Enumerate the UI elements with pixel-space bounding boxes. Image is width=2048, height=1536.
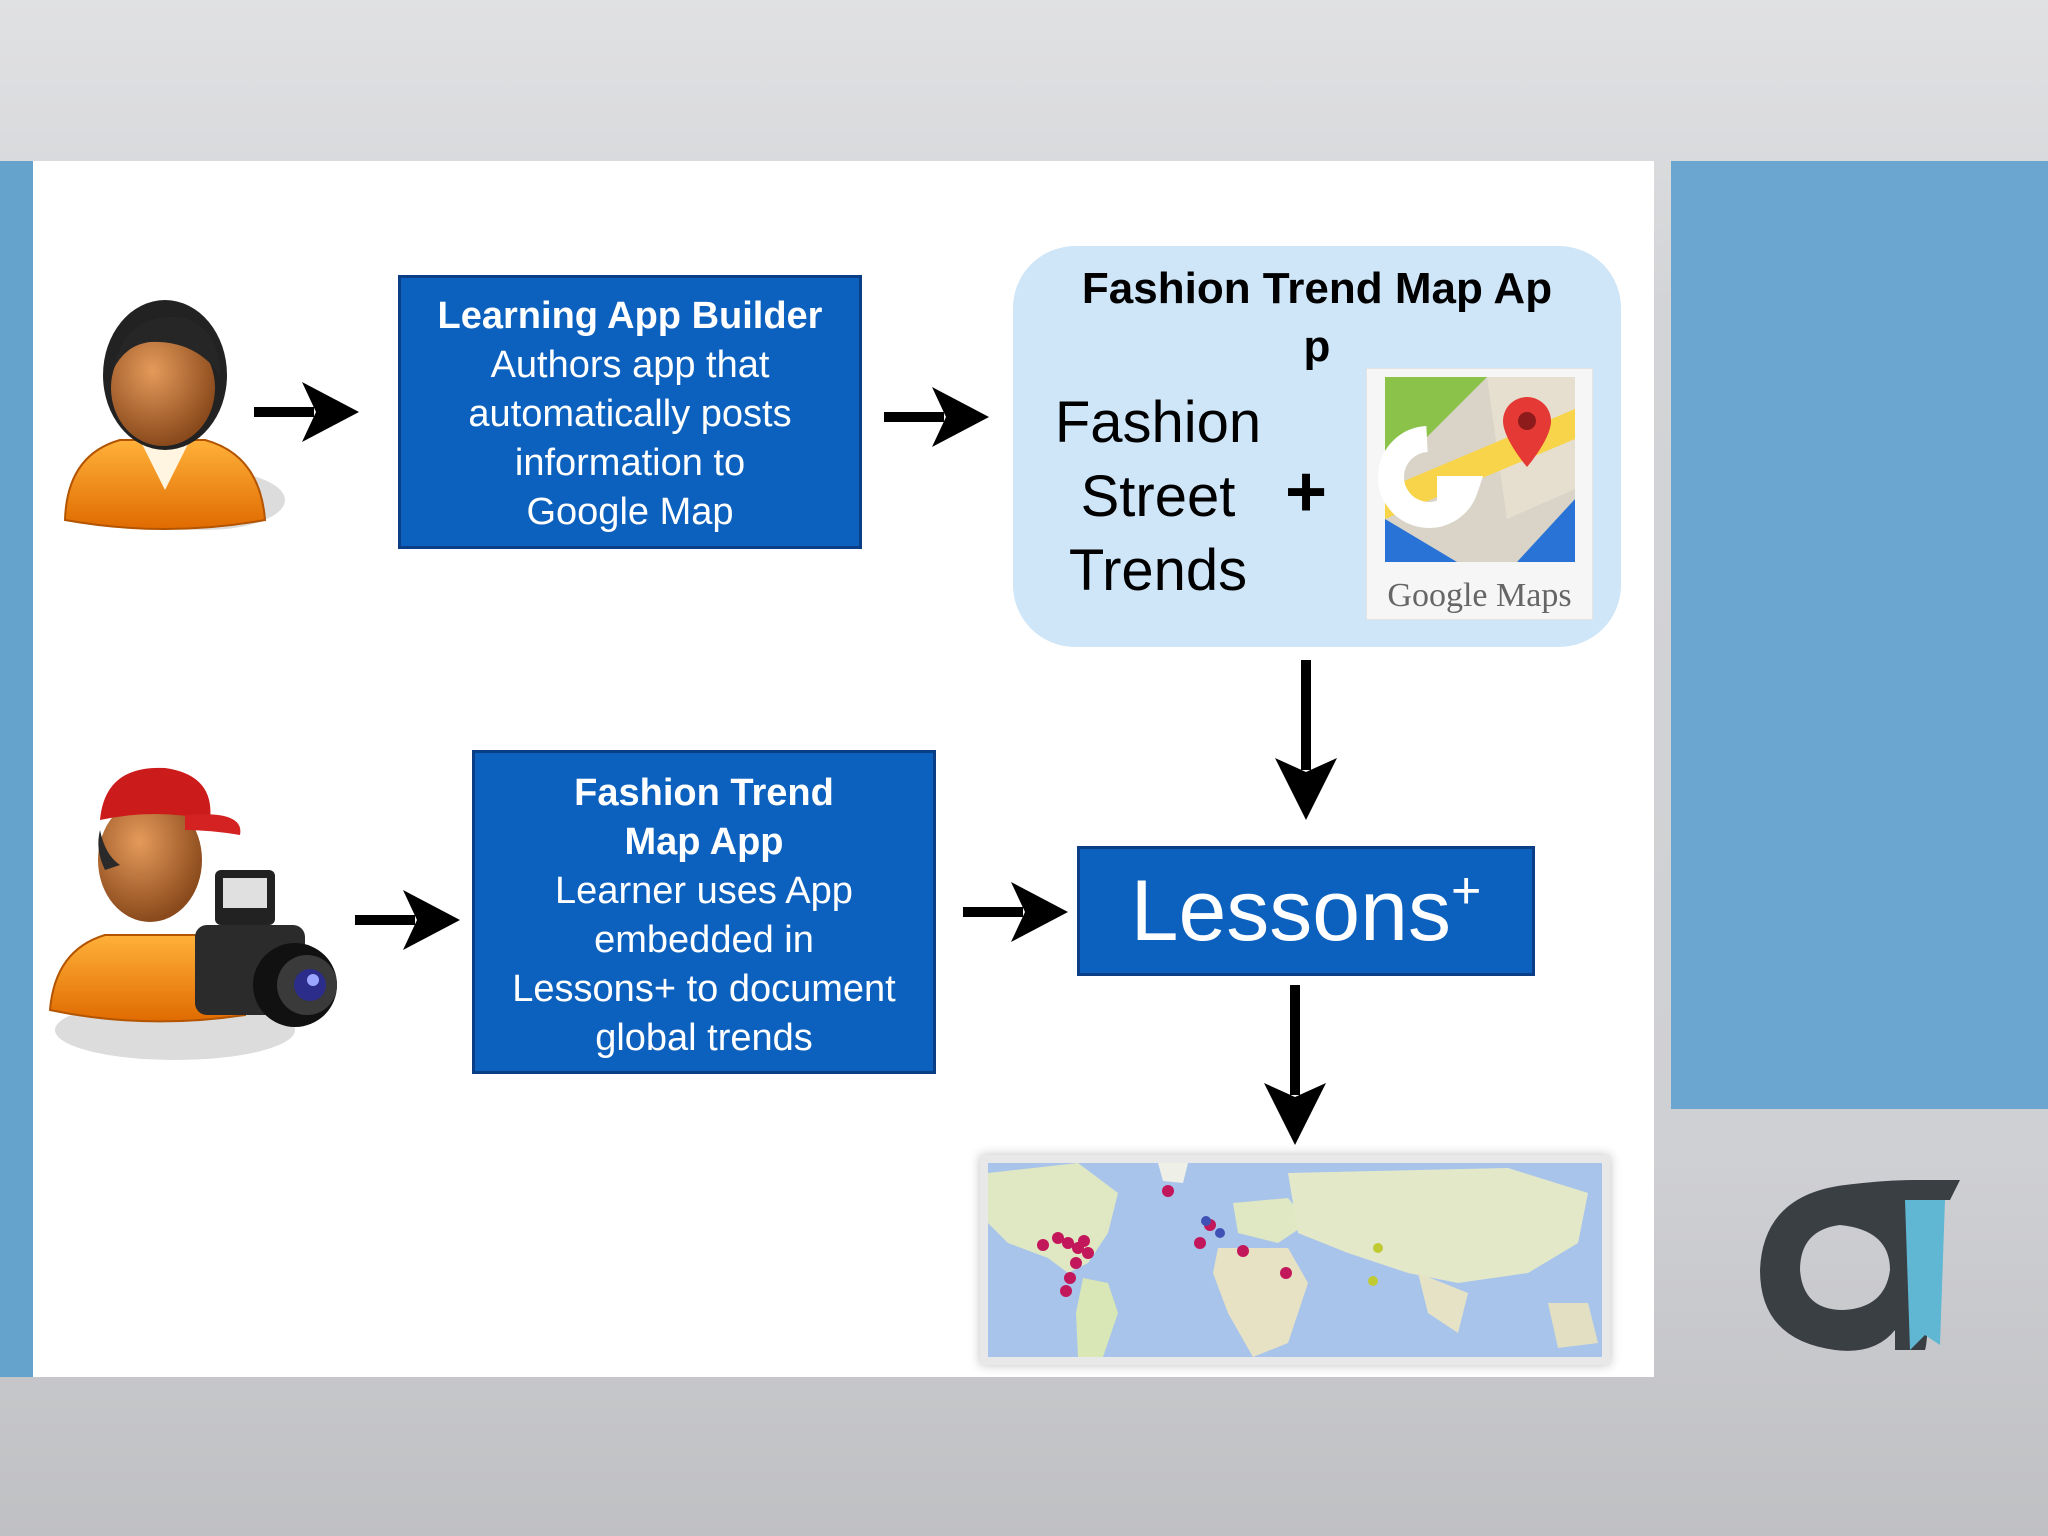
person-icon — [63, 300, 285, 530]
right-accent-panel — [1671, 161, 2048, 1109]
arrow-down-icon — [1264, 985, 1326, 1145]
panel-text-line: Street — [1080, 464, 1236, 529]
box-line: information to — [514, 442, 746, 484]
learning-app-builder-box: Learning App Builder Authors app that au… — [398, 275, 862, 549]
box-line: Learner uses App — [555, 870, 853, 912]
panel-title-line: Fashion Trend Map Ap — [1081, 264, 1553, 313]
panel-text: Fashion Street Trends — [1053, 386, 1263, 608]
box-title: Fashion Trend — [574, 772, 834, 814]
left-accent-bar — [0, 161, 33, 1377]
world-map-graphic — [988, 1163, 1598, 1357]
fashion-trend-map-app-box: Fashion Trend Map App Learner uses App e… — [472, 750, 936, 1074]
panel-title-line: p — [1303, 322, 1331, 371]
fashion-trend-map-app-panel: Fashion Trend Map Ap p Fashion Street Tr… — [1013, 246, 1621, 647]
arrow-right-icon — [963, 882, 1068, 942]
panel-text-line: Trends — [1068, 538, 1248, 603]
panel-title: Fashion Trend Map Ap p — [1033, 260, 1601, 376]
lessons-plus-sign: + — [1450, 862, 1482, 920]
lessons-plus-box: Lessons+ — [1077, 846, 1535, 976]
photographer-icon — [48, 767, 337, 1060]
google-maps-label: Google Maps — [1387, 577, 1572, 614]
brand-logo-icon — [1760, 1180, 1960, 1351]
arrow-right-icon — [884, 387, 989, 447]
box-line: global trends — [595, 1017, 813, 1059]
arrow-down-icon — [1275, 660, 1337, 820]
box-line: Authors app that — [490, 344, 770, 386]
arrow-right-icon — [355, 890, 460, 950]
box-line: Google Map — [526, 491, 734, 533]
box-title: Learning App Builder — [437, 295, 823, 337]
world-map-thumbnail — [980, 1155, 1610, 1365]
box-title: Map App — [624, 821, 784, 863]
google-maps-icon: Google Maps — [1366, 368, 1593, 620]
box-line: Lessons+ to document — [512, 968, 896, 1010]
plus-sign: + — [1285, 452, 1328, 532]
box-line: automatically posts — [468, 393, 792, 435]
box-line: embedded in — [594, 919, 814, 961]
lessons-label: Lessons — [1130, 863, 1451, 959]
google-maps-graphic — [1378, 377, 1575, 562]
panel-text-line: Fashion — [1054, 390, 1262, 455]
world-map-image — [988, 1163, 1602, 1357]
arrow-right-icon — [254, 382, 359, 442]
